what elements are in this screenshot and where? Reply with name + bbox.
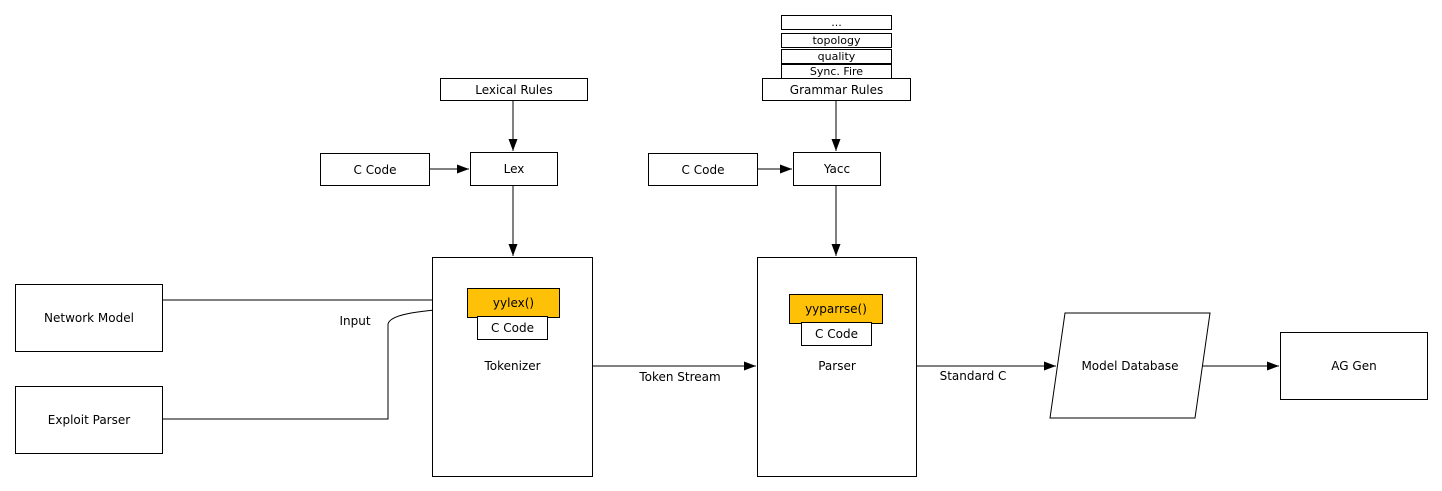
edge-label-standard-c: Standard C [939, 369, 1007, 383]
edge-label-input: Input [339, 314, 371, 328]
node-parser-container [757, 257, 917, 477]
node-c-code-tokenizer: C Code [477, 316, 548, 340]
stack-item-topology: topology [781, 33, 892, 48]
node-c-code-lex: C Code [320, 153, 430, 186]
parser-label: Parser [818, 359, 856, 373]
node-yylex: yylex() [467, 288, 560, 318]
stack-item-quality: quality [781, 49, 892, 64]
stack-item-ellipsis: ... [781, 15, 892, 30]
model-database-label: Model Database [1081, 359, 1179, 373]
node-ag-gen: AG Gen [1280, 332, 1428, 400]
model-database-shape [1049, 312, 1211, 419]
node-lexical-rules: Lexical Rules [440, 78, 588, 101]
node-yacc: Yacc [793, 152, 881, 186]
node-yyparrse: yyparrse() [789, 294, 883, 324]
tokenizer-label: Tokenizer [484, 359, 541, 373]
stack-item-sync-fire: Sync. Fire [781, 64, 892, 79]
node-c-code-parser: C Code [801, 322, 872, 346]
node-lex: Lex [470, 152, 558, 186]
node-exploit-parser: Exploit Parser [15, 386, 163, 454]
node-c-code-yacc: C Code [648, 153, 758, 186]
node-grammar-rules: Grammar Rules [762, 78, 911, 101]
edge-label-token-stream: Token Stream [639, 370, 721, 384]
node-network-model: Network Model [15, 284, 163, 352]
